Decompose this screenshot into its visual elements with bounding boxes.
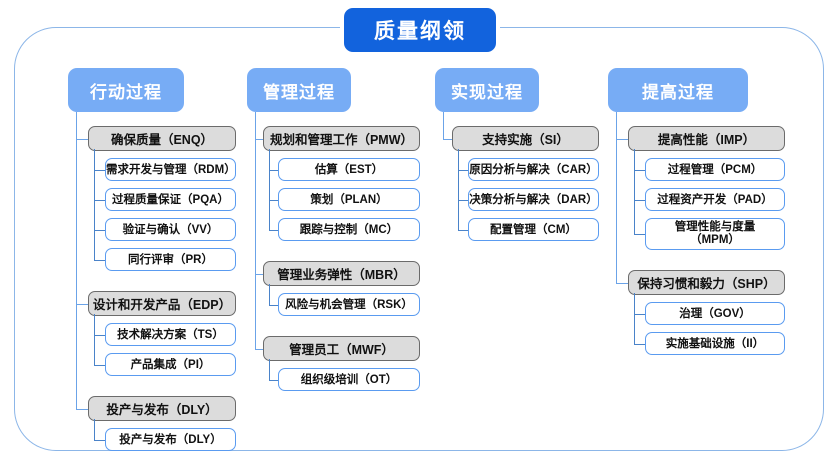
leaf-box-1-1-4[interactable]: 同行评审（PR）: [105, 248, 236, 271]
connector-line: [634, 149, 636, 234]
leaf-box-1-1-3[interactable]: 验证与确认（VV）: [105, 218, 236, 241]
connector-line: [269, 169, 278, 171]
leaf-box-1-3-1[interactable]: 投产与发布（DLY）: [105, 428, 236, 451]
leaf-box-1-2-1[interactable]: 技术解决方案（TS）: [105, 323, 236, 346]
group-box-1-3[interactable]: 投产与发布（DLY）: [88, 396, 236, 421]
connector-line: [269, 304, 278, 306]
group-box-2-2[interactable]: 管理业务弹性（MBR）: [263, 261, 420, 286]
connector-line: [634, 199, 645, 201]
group-box-4-1[interactable]: 提高性能（IMP）: [628, 126, 785, 151]
connector-line: [255, 138, 263, 140]
connector-line: [94, 259, 105, 261]
connector-line: [634, 313, 645, 315]
connector-line: [269, 359, 271, 380]
connector-line: [94, 149, 96, 260]
connector-line: [458, 199, 468, 201]
connector-line: [255, 112, 257, 349]
leaf-box-4-1-2[interactable]: 过程资产开发（PAD）: [645, 188, 785, 211]
connector-line: [634, 169, 645, 171]
group-box-4-2[interactable]: 保持习惯和毅力（SHP）: [628, 270, 785, 295]
connector-line: [634, 343, 645, 345]
connector-line: [94, 199, 105, 201]
leaf-box-2-1-1[interactable]: 估算（EST）: [278, 158, 420, 181]
connector-line: [443, 138, 452, 140]
connector-line: [94, 364, 105, 366]
connector-line: [76, 408, 88, 410]
leaf-box-4-2-1[interactable]: 治理（GOV）: [645, 302, 785, 325]
leaf-box-2-3-1[interactable]: 组织级培训（OT）: [278, 368, 420, 391]
connector-line: [634, 293, 636, 344]
leaf-box-1-2-2[interactable]: 产品集成（PI）: [105, 353, 236, 376]
connector-line: [616, 282, 628, 284]
connector-line: [443, 112, 445, 139]
leaf-box-3-1-2[interactable]: 决策分析与解决（DAR）: [468, 188, 599, 211]
connector-line: [269, 199, 278, 201]
connector-line: [94, 229, 105, 231]
column-header-3[interactable]: 实现过程: [435, 68, 539, 112]
connector-line: [76, 303, 88, 305]
leaf-box-4-1-1[interactable]: 过程管理（PCM）: [645, 158, 785, 181]
connector-line: [94, 439, 105, 441]
connector-line: [269, 379, 278, 381]
column-header-4[interactable]: 提高过程: [608, 68, 748, 112]
column-header-1[interactable]: 行动过程: [68, 68, 184, 112]
connector-line: [255, 273, 263, 275]
connector-line: [458, 229, 468, 231]
connector-line: [269, 229, 278, 231]
leaf-box-1-1-1[interactable]: 需求开发与管理（RDM）: [105, 158, 236, 181]
connector-line: [269, 149, 271, 230]
leaf-box-4-2-2[interactable]: 实施基础设施（II）: [645, 332, 785, 355]
connector-line: [269, 284, 271, 305]
connector-line: [634, 234, 645, 236]
diagram-title: 质量纲领: [344, 8, 496, 52]
connector-line: [94, 334, 105, 336]
group-box-1-2[interactable]: 设计和开发产品（EDP）: [88, 291, 236, 316]
connector-line: [76, 138, 88, 140]
connector-line: [94, 314, 96, 365]
connector-line: [255, 348, 263, 350]
leaf-box-2-1-2[interactable]: 策划（PLAN）: [278, 188, 420, 211]
connector-line: [458, 169, 468, 171]
connector-line: [76, 112, 78, 409]
leaf-box-2-2-1[interactable]: 风险与机会管理（RSK）: [278, 293, 420, 316]
connector-line: [94, 419, 96, 440]
connector-line: [616, 112, 618, 283]
group-box-3-1[interactable]: 支持实施（SI）: [452, 126, 599, 151]
leaf-box-3-1-3[interactable]: 配置管理（CM）: [468, 218, 599, 241]
group-box-1-1[interactable]: 确保质量（ENQ）: [88, 126, 236, 151]
group-box-2-1[interactable]: 规划和管理工作（PMW）: [263, 126, 420, 151]
column-header-2[interactable]: 管理过程: [247, 68, 351, 112]
connector-line: [616, 138, 628, 140]
connector-line: [94, 169, 105, 171]
leaf-box-4-1-3[interactable]: 管理性能与度量（MPM）: [645, 218, 785, 250]
leaf-box-3-1-1[interactable]: 原因分析与解决（CAR）: [468, 158, 599, 181]
connector-line: [458, 149, 460, 230]
leaf-box-2-1-3[interactable]: 跟踪与控制（MC）: [278, 218, 420, 241]
group-box-2-3[interactable]: 管理员工（MWF）: [263, 336, 420, 361]
leaf-box-1-1-2[interactable]: 过程质量保证（PQA）: [105, 188, 236, 211]
